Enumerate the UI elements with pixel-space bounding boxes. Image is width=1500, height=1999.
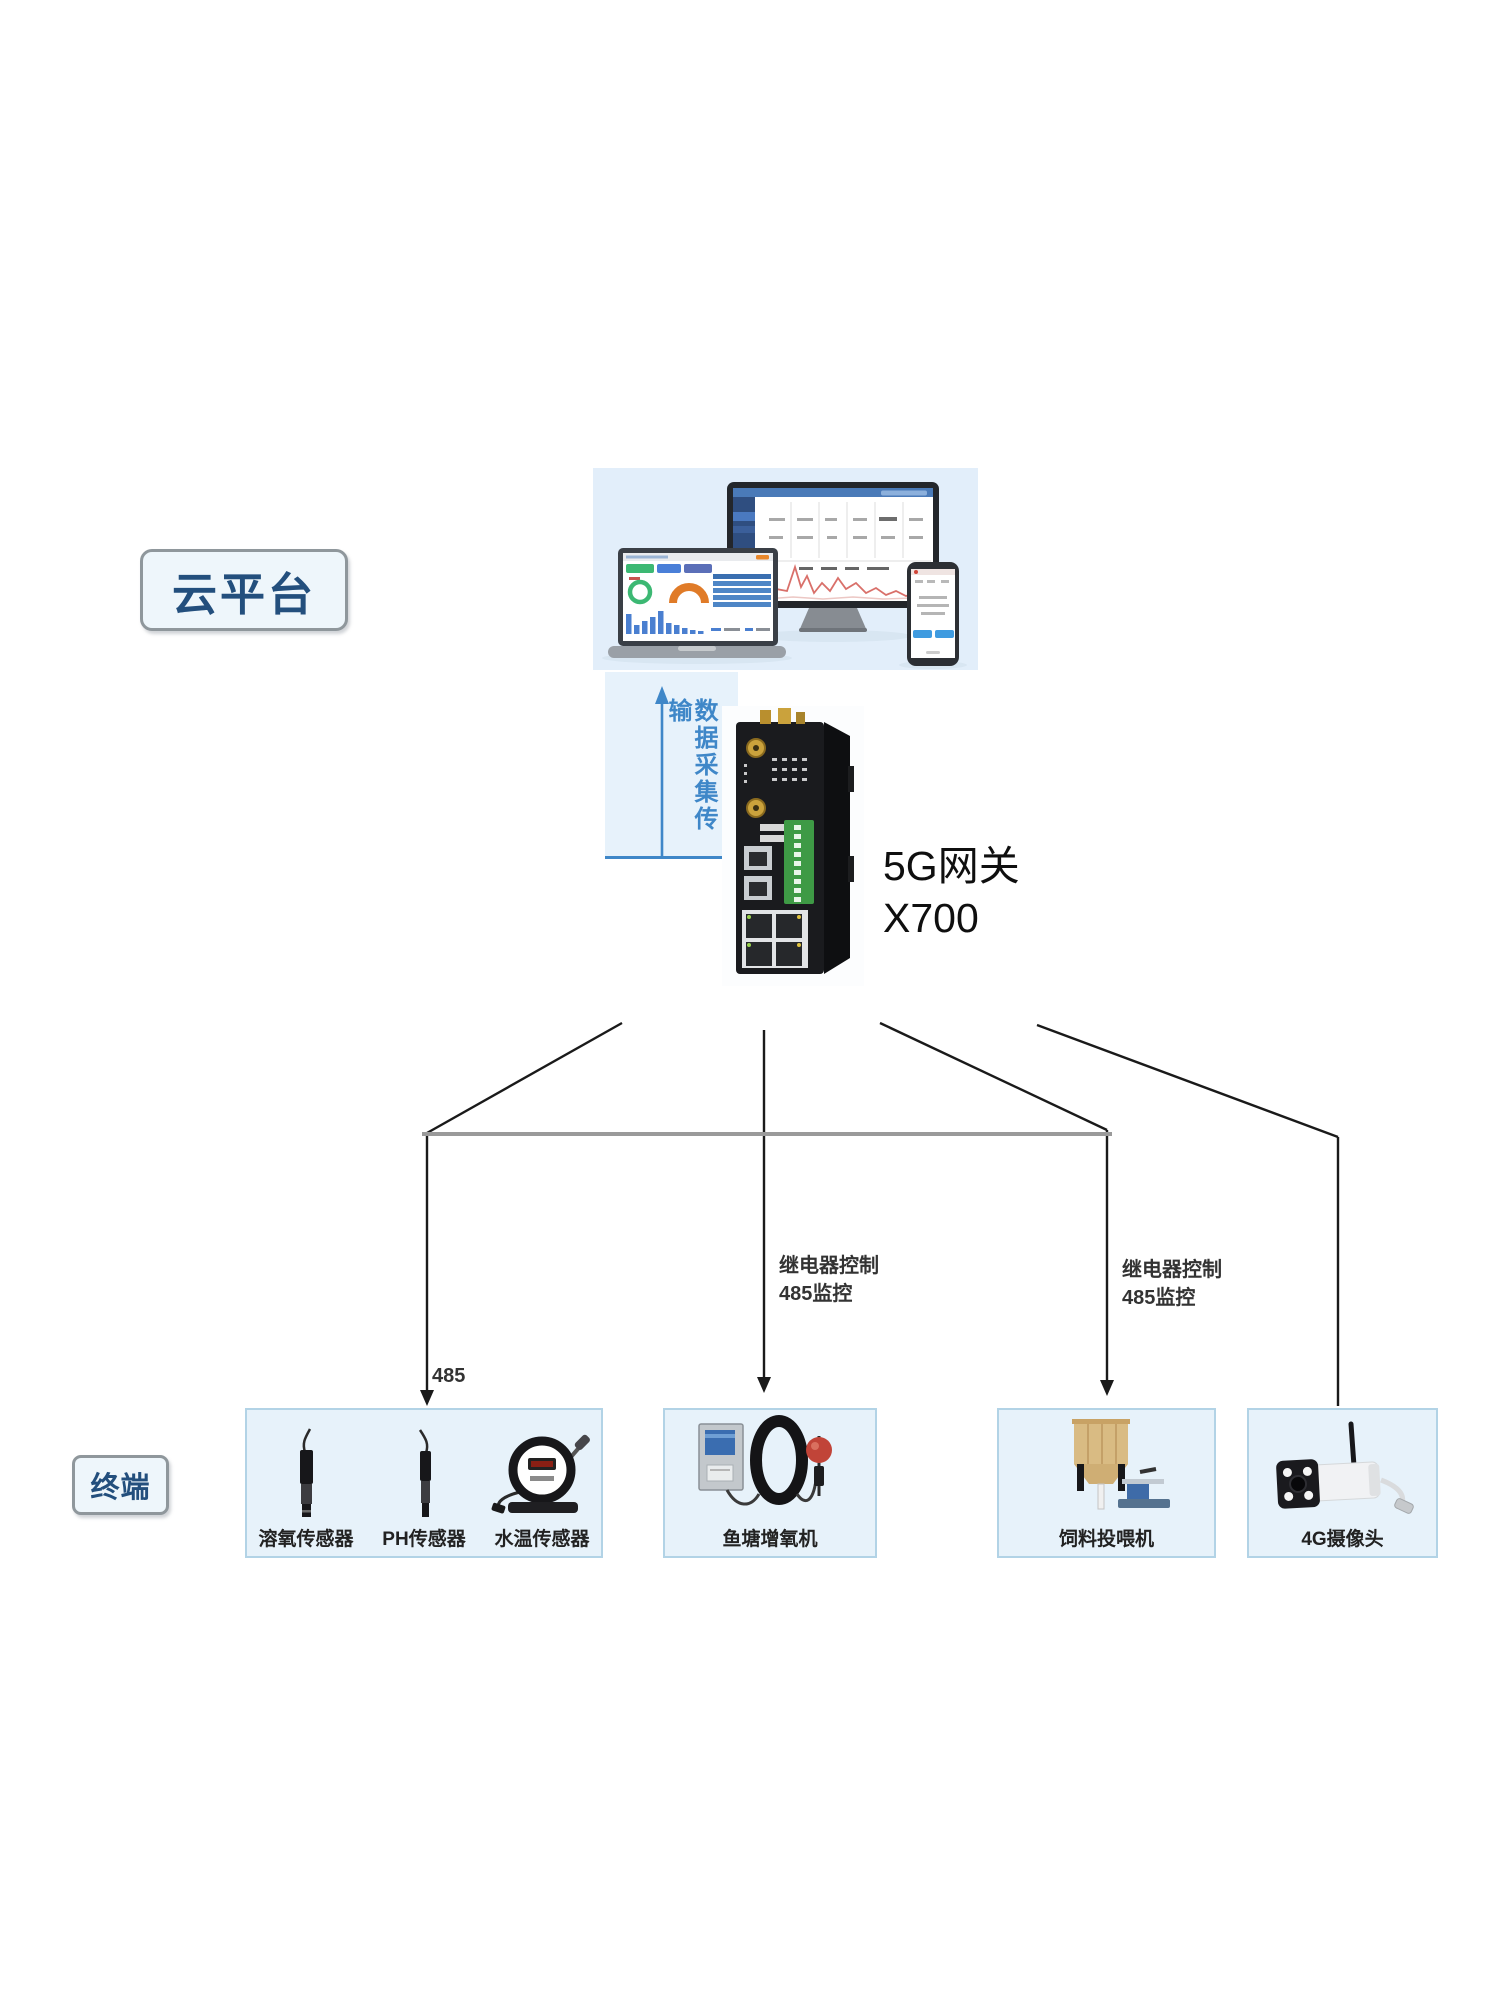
device-label: 鱼塘增氧机 (722, 1529, 818, 1550)
link-sensors-diagonal (426, 1021, 623, 1135)
device-label: PH传感器 (382, 1529, 466, 1550)
gateway-device-icon (722, 706, 864, 986)
sensor-item-ph: PH传感器 (365, 1410, 483, 1556)
cloud-devices-illustration (593, 468, 978, 670)
pond-aerator-icon (698, 1415, 832, 1506)
phone-icon (907, 562, 959, 666)
gateway-model: X700 (883, 895, 979, 941)
link-feeder-diagonal (879, 1021, 1108, 1132)
relay-control-label-2: 继电器控制 485监控 (1122, 1259, 1222, 1309)
device-label: 4G摄像头 (1301, 1529, 1384, 1550)
arrowhead-aerator (757, 1377, 771, 1393)
arrowhead-feeder (1100, 1380, 1114, 1396)
camera-item: 4G摄像头 (1249, 1410, 1436, 1556)
device-label: 溶氧传感器 (258, 1529, 354, 1550)
uplink-label: 数据采集传输 (664, 698, 717, 833)
aerator-item: 鱼塘增氧机 (665, 1410, 875, 1556)
terminal-badge: 终端 (72, 1455, 169, 1515)
ph-sensor-icon (418, 1429, 431, 1517)
monitor-icon (727, 482, 939, 632)
sensor-item-dissolved-oxygen: 溶氧传感器 (247, 1410, 365, 1556)
device-label: 水温传感器 (494, 1529, 590, 1550)
feeder-item: 饲料投喂机 (999, 1410, 1214, 1556)
link-camera-diagonal (1036, 1023, 1339, 1139)
terminal-label: 终端 (90, 1472, 151, 1504)
up-arrow-icon (655, 686, 669, 856)
feed-machine-icon (1071, 1419, 1170, 1510)
laptop-icon (608, 548, 786, 658)
dissolved-oxygen-sensor-icon (300, 1428, 313, 1517)
4g-camera-icon (1275, 1421, 1414, 1514)
cloud-platform-label: 云平台 (171, 568, 316, 620)
relay-control-label-1: 继电器控制 485监控 (779, 1255, 879, 1305)
water-temp-sensor-icon (491, 1434, 590, 1514)
arrowhead-sensors (420, 1390, 434, 1406)
uplink-panel: 数据采集传输 (605, 672, 738, 859)
terminal-box-camera: 4G摄像头 (1247, 1408, 1438, 1558)
gateway-title: 5G网关 X700 (883, 840, 1020, 944)
cloud-platform-badge: 云平台 (140, 549, 348, 631)
cloud-devices-icon (602, 482, 967, 669)
terminal-box-sensors: 溶氧传感器 PH传感器 水温传感器 (245, 1408, 603, 1558)
gateway-name: 5G网关 (883, 843, 1020, 889)
terminal-box-feeder: 饲料投喂机 (997, 1408, 1216, 1558)
device-label: 饲料投喂机 (1058, 1529, 1154, 1550)
bus-485-label: 485 (432, 1365, 466, 1387)
sensor-item-water-temp: 水温传感器 (483, 1410, 601, 1556)
terminal-box-aerator: 鱼塘增氧机 (663, 1408, 877, 1558)
